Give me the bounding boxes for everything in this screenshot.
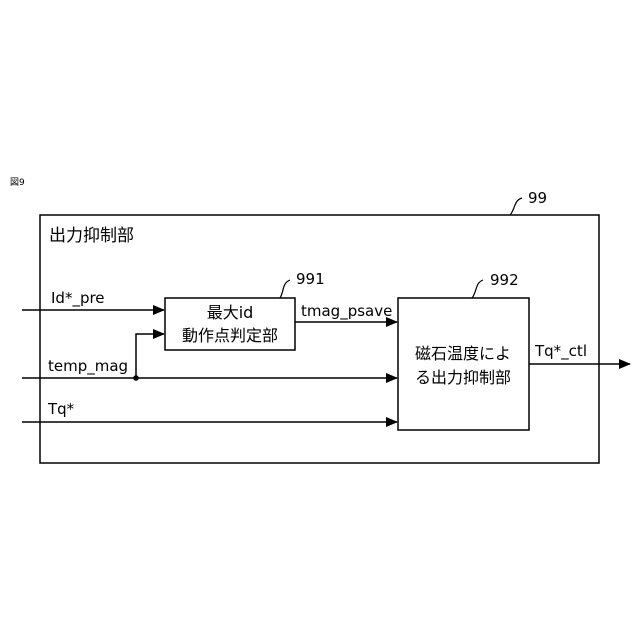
tmag-psave-label: tmag_psave — [301, 302, 392, 321]
outer-block-ref: 99 — [528, 189, 547, 207]
block-991-ref: 991 — [296, 270, 325, 288]
block-992-line1: 磁石温度によ — [415, 344, 511, 363]
outer-block-title: 出力抑制部 — [49, 226, 134, 246]
outer-block-frame — [40, 215, 599, 463]
block-992-line2: る出力抑制部 — [415, 368, 511, 387]
temp-mag-label: temp_mag — [48, 357, 128, 376]
temp-mag-branch-arrow — [136, 334, 164, 378]
block-992-frame — [398, 298, 529, 430]
tq-label: Tq* — [47, 400, 75, 418]
block-991-leader — [280, 280, 290, 298]
temp-mag-junction — [133, 375, 139, 381]
tq-ctl-label: Tq*_ctl — [534, 342, 587, 361]
block-991-line2: 動作点判定部 — [182, 326, 278, 345]
block-992-ref: 992 — [490, 271, 519, 289]
figure-label: 図9 — [10, 177, 25, 188]
outer-block-leader — [510, 198, 522, 215]
block-992-leader — [472, 280, 483, 298]
block-991-line1: 最大id — [207, 303, 254, 322]
id-pre-label: Id*_pre — [51, 289, 105, 308]
